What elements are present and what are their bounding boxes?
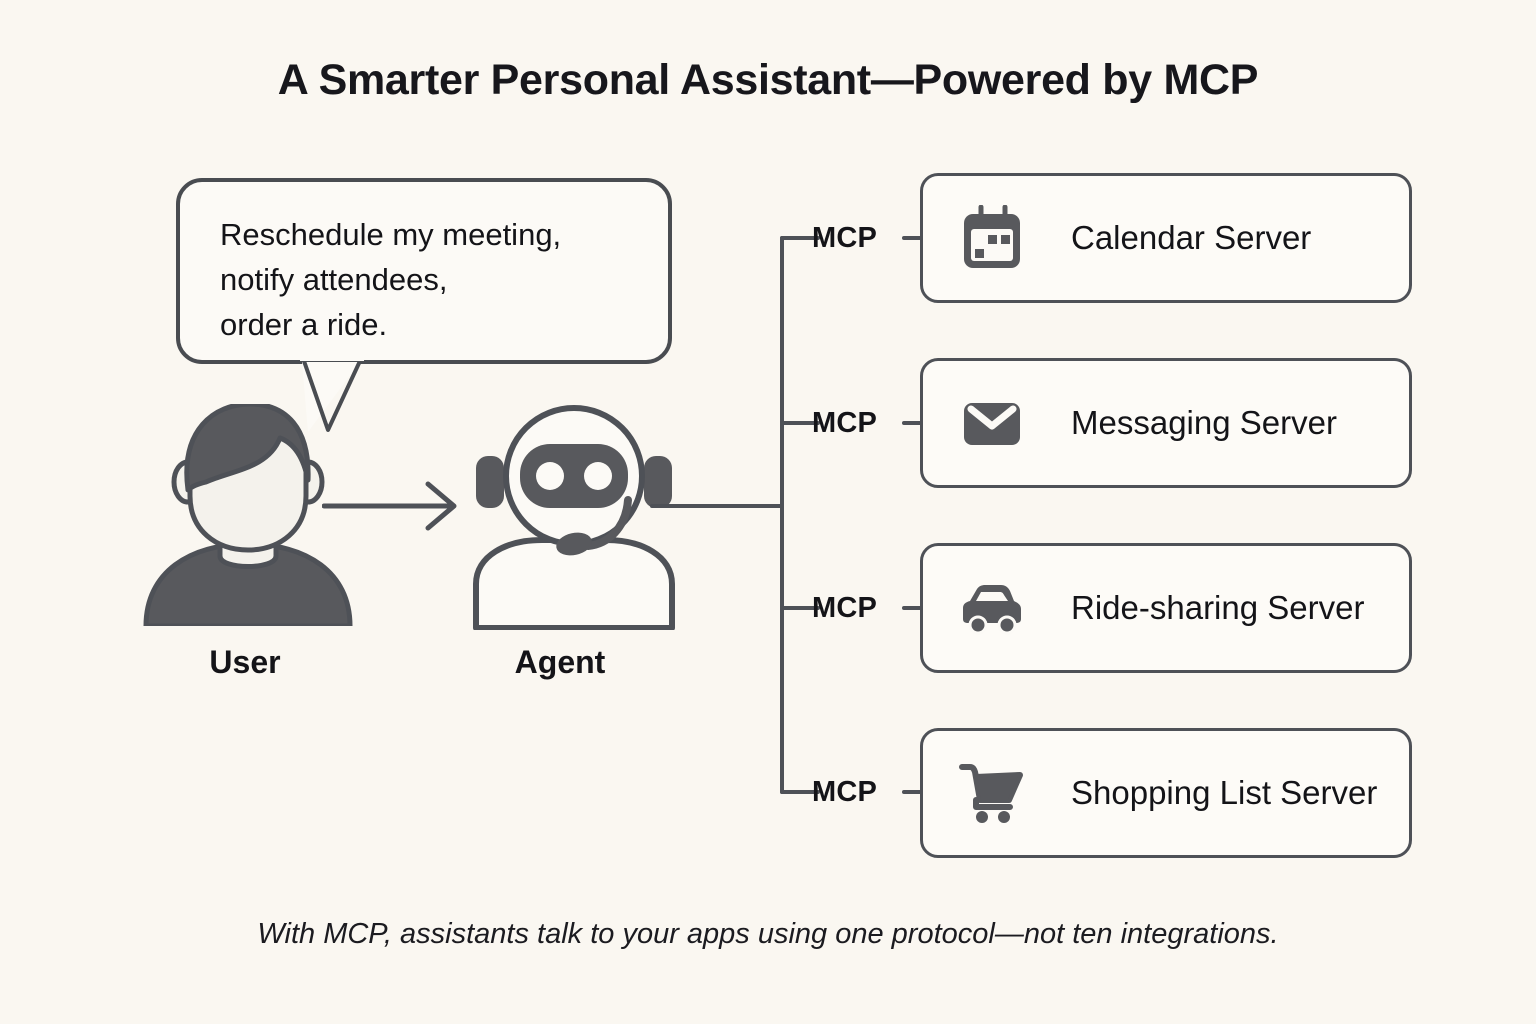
speech-bubble: Reschedule my meeting, notify attendees,… xyxy=(176,178,672,364)
speech-bubble-tail xyxy=(300,358,364,432)
page-title: A Smarter Personal Assistant—Powered by … xyxy=(277,56,1259,104)
server-box-shopping[interactable]: Shopping List Server xyxy=(920,728,1412,858)
server-box-messaging[interactable]: Messaging Server xyxy=(920,358,1412,488)
server-name-shopping: Shopping List Server xyxy=(1071,774,1378,811)
car-icon xyxy=(963,585,1021,635)
footer-caption: With MCP, assistants talk to your apps u… xyxy=(257,918,1279,950)
user-avatar xyxy=(143,404,353,626)
mcp-label-calendar: MCP xyxy=(812,222,878,254)
server-box-calendar[interactable]: Calendar Server xyxy=(920,173,1412,303)
server-name-ridesharing: Ride-sharing Server xyxy=(1071,589,1365,626)
mcp-label-shopping: MCP xyxy=(812,776,878,808)
server-name-messaging: Messaging Server xyxy=(1071,404,1337,441)
mcp-label-ridesharing: MCP xyxy=(812,592,878,624)
agent-robot-avatar xyxy=(473,405,675,630)
agent-label: Agent xyxy=(514,644,606,680)
envelope-icon xyxy=(964,403,1020,445)
server-box-ridesharing[interactable]: Ride-sharing Server xyxy=(920,543,1412,673)
server-name-calendar: Calendar Server xyxy=(1071,219,1312,256)
user-to-agent-arrow xyxy=(322,481,457,531)
connector-tree xyxy=(650,236,938,794)
mcp-label-messaging: MCP xyxy=(812,407,878,439)
user-label: User xyxy=(209,644,281,680)
calendar-icon xyxy=(964,205,1020,268)
shopping-cart-icon xyxy=(959,764,1023,823)
speech-bubble-text: Reschedule my meeting, notify attendees,… xyxy=(220,217,562,342)
